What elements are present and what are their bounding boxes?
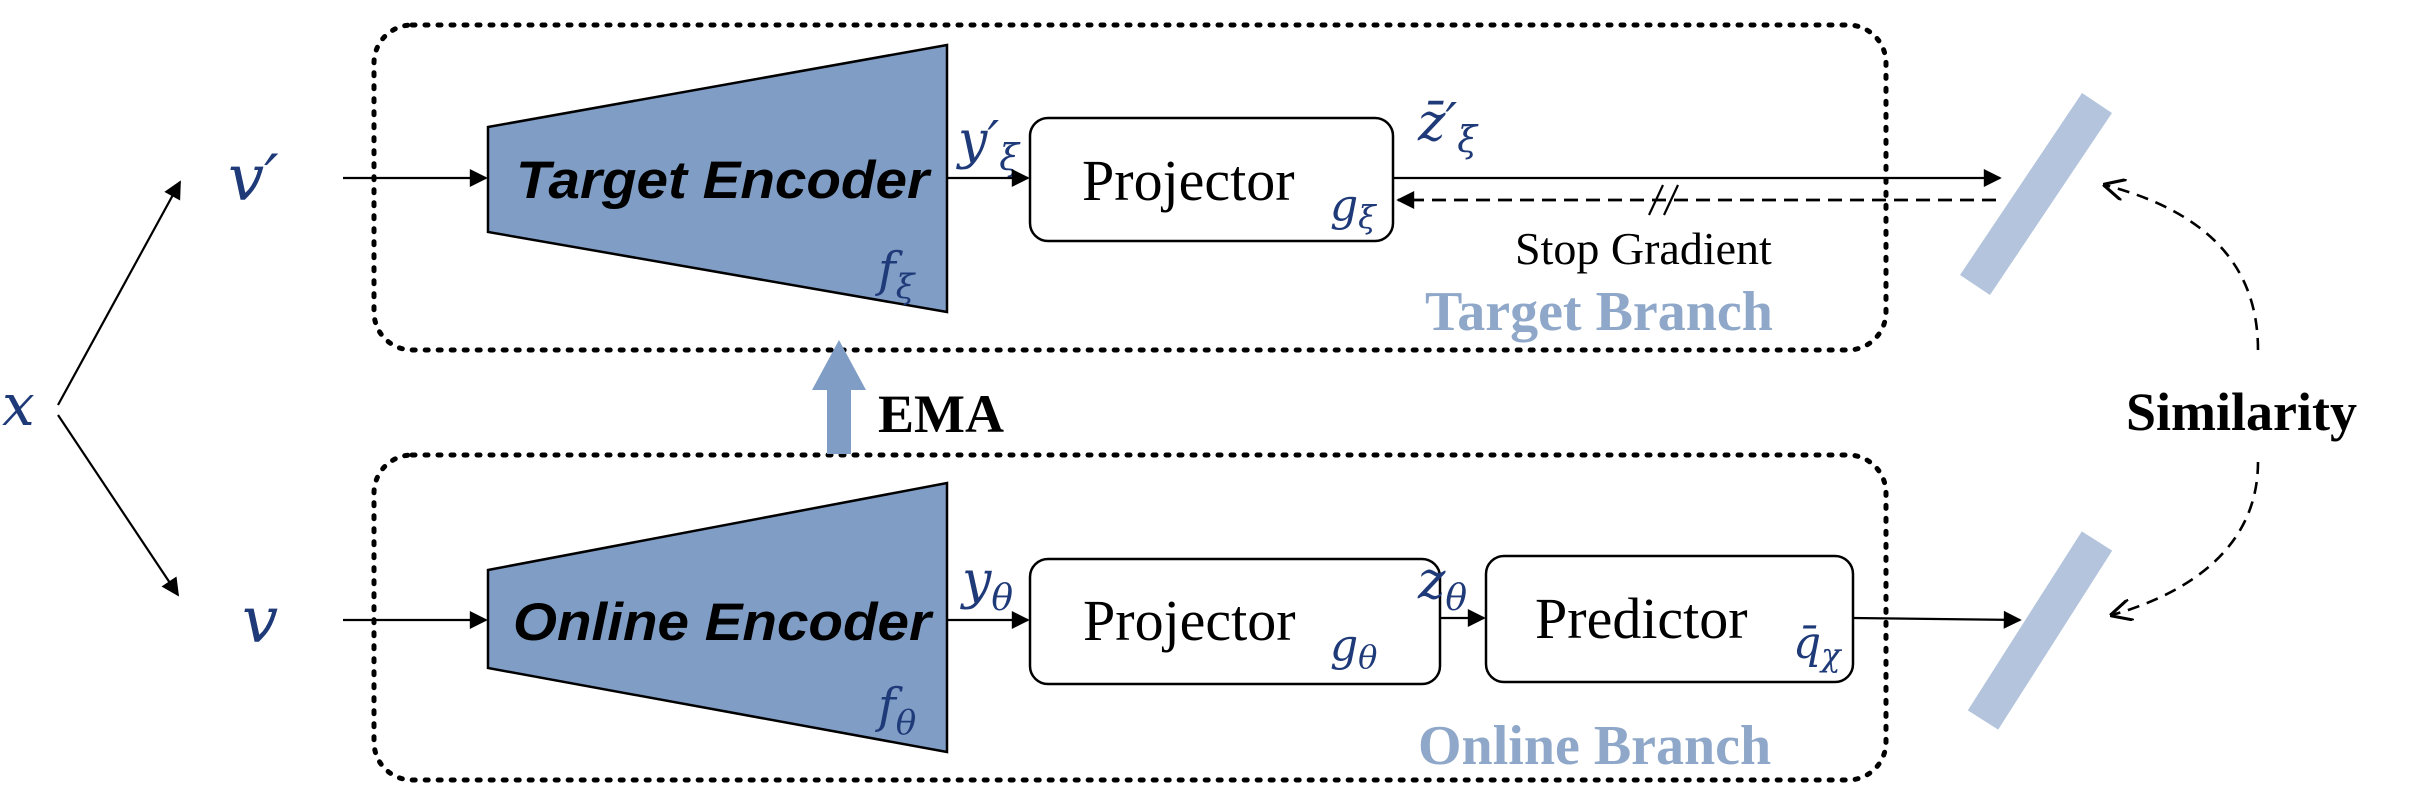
- stop-gradient-label: Stop Gradient: [1515, 223, 1772, 274]
- target-projector-output: z̄′ξ: [1417, 93, 1479, 161]
- similarity-curve-top: [2105, 185, 2260, 351]
- stop-gradient-slash-1: [1648, 184, 1664, 216]
- target-encoder-output: y′ξ: [956, 111, 1021, 179]
- arrow-x-to-v: [57, 414, 179, 597]
- arrow-predictor-to-similarity: [1852, 610, 2022, 629]
- online-projector: [1028, 557, 1442, 686]
- similarity-curve-bottom: [2112, 461, 2260, 615]
- target-branch-box: [371, 22, 1889, 353]
- target-encoder: [486, 43, 949, 314]
- arrow-x-to-vprime: [57, 180, 181, 406]
- similarity-bar-bottom: [1967, 531, 2113, 730]
- stop-gradient-slash-2: [1663, 184, 1679, 216]
- input-v-prime: v′: [228, 142, 279, 216]
- input-x: x: [2, 371, 35, 439]
- online-predictor-fn: q̄χ: [1793, 618, 1842, 674]
- online-projector-label: Projector: [1083, 588, 1296, 653]
- target-projector-fn: gξ: [1330, 180, 1377, 236]
- online-encoder-output: yθ: [960, 551, 1013, 619]
- online-encoder: [486, 481, 949, 754]
- ema-arrow-head: [812, 340, 866, 390]
- online-branch-box: [371, 452, 1889, 783]
- target-branch-label: Target Branch: [1425, 281, 1773, 343]
- online-projector-fn: gθ: [1330, 620, 1377, 676]
- online-predictor-label: Predictor: [1535, 586, 1748, 651]
- target-projector-label: Projector: [1082, 148, 1295, 213]
- online-projector-output: zθ: [1417, 551, 1467, 619]
- similarity-label: Similarity: [2126, 382, 2357, 442]
- online-branch-label: Online Branch: [1418, 715, 1771, 777]
- ema-label: EMA: [878, 384, 1004, 444]
- ema-arrow-shaft: [827, 388, 851, 454]
- target-projector: [1028, 116, 1395, 243]
- input-v: v: [242, 584, 278, 658]
- similarity-bar-top: [1960, 92, 2112, 296]
- target-encoder-label: Target Encoder: [516, 151, 933, 210]
- online-encoder-label: Online Encoder: [513, 593, 935, 652]
